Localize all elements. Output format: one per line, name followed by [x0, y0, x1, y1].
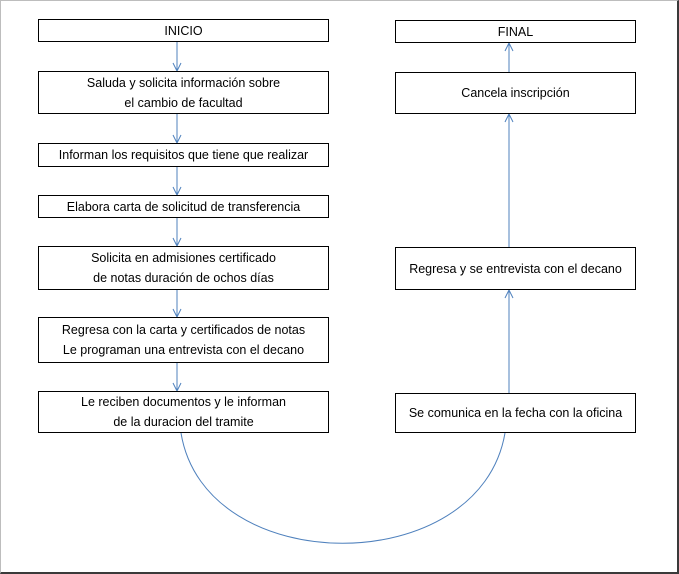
box-final-text: FINAL	[497, 24, 534, 39]
box-elabora: Elabora carta de solicitud de transferen…	[38, 195, 329, 218]
box-inicio-text: INICIO	[164, 23, 203, 38]
box-inicio: INICIO	[38, 19, 329, 42]
box-final: FINAL	[395, 20, 636, 43]
arrow-reciben-to-comunica-curve	[180, 432, 506, 544]
box-regresa-decano-text: Regresa y se entrevista con el decano	[409, 261, 622, 276]
box-reciben-text: Le reciben documentos y le informan de l…	[81, 395, 286, 429]
box-solicita: Solicita en admisiones certificado de no…	[38, 246, 329, 290]
box-regresa-decano: Regresa y se entrevista con el decano	[395, 247, 636, 290]
box-informan-text: Informan los requisitos que tiene que re…	[58, 148, 309, 162]
box-informan: Informan los requisitos que tiene que re…	[38, 143, 329, 167]
box-cancela: Cancela inscripción	[395, 72, 636, 114]
box-saluda: Saluda y solicita información sobre el c…	[38, 71, 329, 114]
box-regresa-carta-text: Regresa con la carta y certificados de n…	[61, 323, 306, 357]
box-reciben: Le reciben documentos y le informan de l…	[38, 391, 329, 433]
box-solicita-text: Solicita en admisiones certificado de no…	[91, 251, 276, 285]
box-saluda-text: Saluda y solicita información sobre el c…	[86, 75, 281, 110]
box-comunica: Se comunica en la fecha con la oficina	[395, 393, 636, 433]
box-comunica-text: Se comunica en la fecha con la oficina	[408, 406, 623, 420]
box-regresa-carta: Regresa con la carta y certificados de n…	[38, 317, 329, 363]
box-elabora-text: Elabora carta de solicitud de transferen…	[66, 199, 301, 214]
box-cancela-text: Cancela inscripción	[461, 86, 570, 100]
